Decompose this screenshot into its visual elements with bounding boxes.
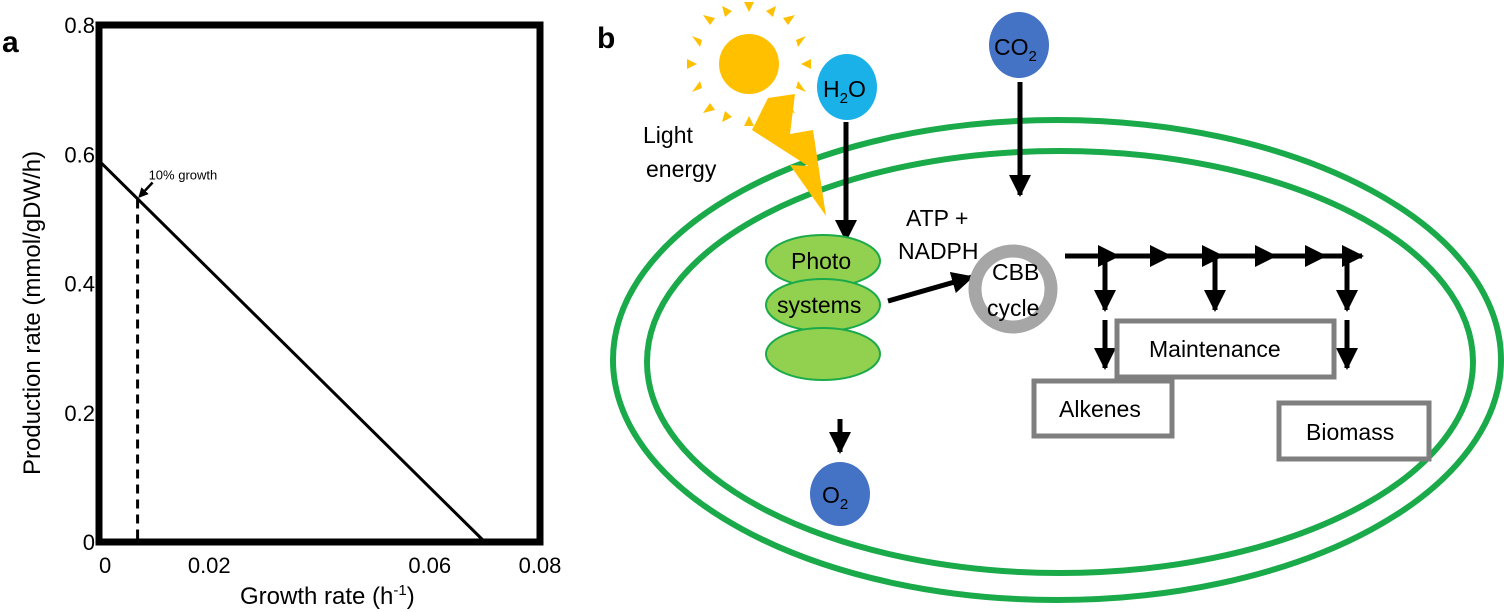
panel-a-label: a <box>2 26 19 59</box>
x-tick-label-2: 0.06 <box>408 553 451 578</box>
photosystems-label-line1: Photo <box>791 248 851 274</box>
h2o-label: H2O <box>823 76 866 107</box>
light-energy-label-line2: energy <box>646 156 717 182</box>
production-growth-tradeoff-line <box>97 159 486 544</box>
biomass-label: Biomass <box>1306 419 1394 445</box>
y-tick-label-4: 0.8 <box>64 13 95 38</box>
y-tick-label-0: 0 <box>83 530 95 555</box>
alkenes-label: Alkenes <box>1059 396 1141 422</box>
co2-label: CO2 <box>994 34 1037 65</box>
o2-label: O2 <box>822 482 848 513</box>
biomass-box <box>1276 400 1432 462</box>
x-tick-label-0: 0 <box>99 553 111 578</box>
ten-percent-growth-label: 10% growth <box>149 167 218 182</box>
cbb-label-line1: CBB <box>992 259 1039 285</box>
y-axis-label: Production rate (mmol/gDW/h) <box>19 151 46 475</box>
y-tick-label-1: 0.2 <box>64 401 95 426</box>
energy-to-cbb-arrow <box>887 271 974 304</box>
cbb-cycle-ring <box>968 244 1058 334</box>
metabolic-pathway-arrows <box>1065 245 1364 370</box>
atp-nadph-label-line2: NADPH <box>898 238 979 264</box>
ten-percent-growth-arrow <box>138 181 154 198</box>
h2o-molecule <box>817 54 877 120</box>
plot-frame <box>95 21 544 546</box>
cbb-label-line2: cycle <box>987 295 1039 321</box>
x-tick-label-1: 0.02 <box>188 553 231 578</box>
y-tick-label-3: 0.6 <box>64 142 95 167</box>
photosystem-disk-bottom <box>765 327 881 381</box>
production-vs-growth-chart: 0 0.2 0.4 0.6 0.8 0 0.02 0.06 0.08 10% growth G… <box>19 13 561 610</box>
light-energy-label-line1: Light <box>643 122 693 148</box>
y-axis-ticks: 0 0.2 0.4 0.6 0.8 <box>64 13 95 555</box>
x-axis-ticks: 0 0.02 0.06 0.08 <box>99 553 561 578</box>
x-tick-label-3: 0.08 <box>519 553 562 578</box>
lightning-bolt-icon <box>752 94 826 216</box>
alkenes-box <box>1031 378 1175 439</box>
maintenance-box <box>1114 318 1337 380</box>
x-axis-label: Growth rate (h-1) <box>240 582 415 610</box>
maintenance-label: Maintenance <box>1149 336 1281 362</box>
o2-molecule <box>810 462 870 526</box>
outer-membrane <box>610 117 1504 603</box>
panel-b-label: b <box>597 22 615 55</box>
atp-nadph-label-line1: ATP + <box>906 205 968 231</box>
photosystems-label-line2: systems <box>777 292 861 318</box>
inner-membrane <box>644 148 1476 576</box>
y-tick-label-2: 0.4 <box>64 272 95 297</box>
co2-molecule <box>989 12 1049 78</box>
